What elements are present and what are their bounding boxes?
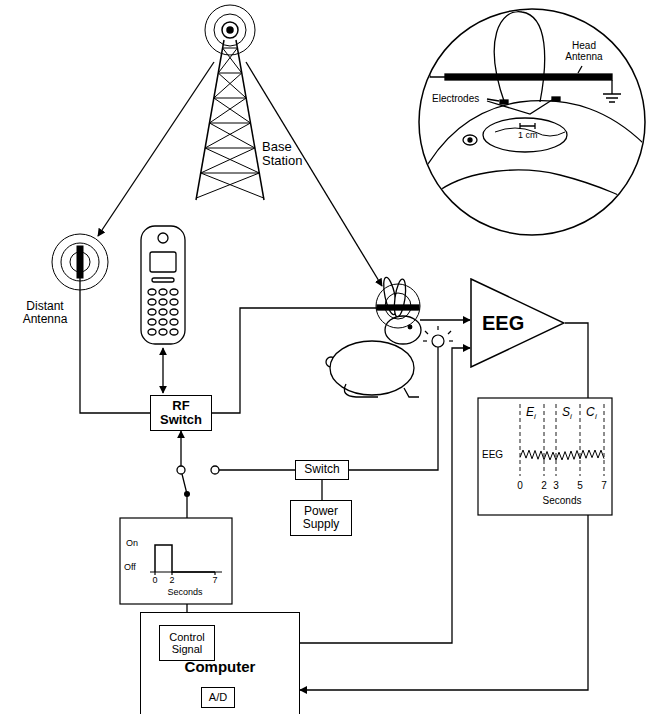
tower-brace [201,148,255,173]
interval-label: E [526,406,534,419]
computer-box: Computer Control SignalA/D [140,612,300,714]
switch-wire [219,469,295,470]
part-label: Electrodes [432,93,479,104]
antenna-label: Distant Antenna [15,300,75,326]
tower-brace [218,48,237,73]
tick-label: 7 [212,576,217,586]
node-text: Computer [141,659,299,676]
light-bulb [423,326,453,347]
ad-converter-box: A/D [201,687,235,708]
tick-label: 0 [152,576,157,586]
axis-label: Seconds [543,495,582,506]
tick-label: 3 [553,480,559,491]
part-label: Head Antenna [558,40,610,62]
axis-label: Seconds [167,588,202,598]
level-label: On [126,539,138,549]
phone-key [170,299,178,305]
tick-label: 2 [169,576,174,586]
switch-box: Switch [295,460,349,480]
amplifier-outline [471,279,564,367]
scale-label: 1 cm [518,131,538,141]
tower-rung [201,173,260,174]
rf-switch-box: RF Switch [150,395,212,431]
subscript: i [570,413,572,422]
antenna-cable [80,278,150,413]
tower-brace [214,73,242,98]
tower-rung [209,123,250,124]
cell-phone [141,226,185,344]
tower-rung [214,98,246,99]
phone-key [159,289,167,295]
power-supply-box: Power Supply [290,500,352,536]
control-signal-box: Control Signal [159,625,215,661]
tower-brace [201,173,264,198]
control-pulse-plot [120,518,232,604]
phone-link [162,348,163,393]
eeg-wave [520,450,604,460]
node-text: A/D [209,691,227,703]
electrode-wire [420,319,470,320]
tick-label: 5 [577,480,583,491]
phone-key [148,289,156,295]
tower-rung [205,148,255,149]
switch-terminal [211,466,219,474]
phone-key [148,319,156,325]
phone-key [148,329,156,335]
tower-brace [205,123,250,148]
tower-brace [223,48,242,73]
phone-key [148,299,156,305]
interval-label: S [562,406,570,419]
tower-brace [209,123,254,148]
phone-key [170,319,178,325]
station-label: Base Station [262,140,312,169]
level-label: Off [124,563,136,573]
eeg-amplifier: EEG [470,278,565,368]
node-text: RF Switch [155,399,207,428]
node-text: EEG [482,312,524,334]
tower-rung [218,73,242,74]
bulb-wire [349,347,438,470]
node-text: Switch [304,463,339,476]
node-text: Control Signal [164,631,210,655]
node-text: Power Supply [295,505,347,531]
tower-rung [223,48,238,49]
tick-label: 2 [541,480,547,491]
subscript: i [595,413,597,422]
tick-label: 0 [517,480,523,491]
rabbit [326,276,421,397]
tower-brace [218,73,246,98]
switch-terminal [177,466,185,474]
phone-key [148,309,156,315]
tower-brace [196,173,259,198]
phone-key [159,329,167,335]
base-station-tower [196,5,264,200]
phone-key [159,309,167,315]
phone-key [170,289,178,295]
tower-brace [214,98,251,123]
eeg-trace-plot [478,398,612,515]
trace-label: EEG [482,449,503,460]
radio-arrow [98,62,214,236]
phone-key [170,329,178,335]
phone-key [159,299,167,305]
phone-key [159,319,167,325]
tower-brace [205,148,259,173]
tower-brace [209,98,246,123]
interval-label: C [586,406,595,419]
subscript: i [534,413,536,422]
connector [321,480,322,500]
phone-key [170,309,178,315]
connector-group [215,348,470,643]
tick-label: 7 [601,480,607,491]
head-inset [419,9,650,235]
connector-group [322,480,323,500]
radio-arrow [246,62,382,286]
connector [215,348,470,643]
